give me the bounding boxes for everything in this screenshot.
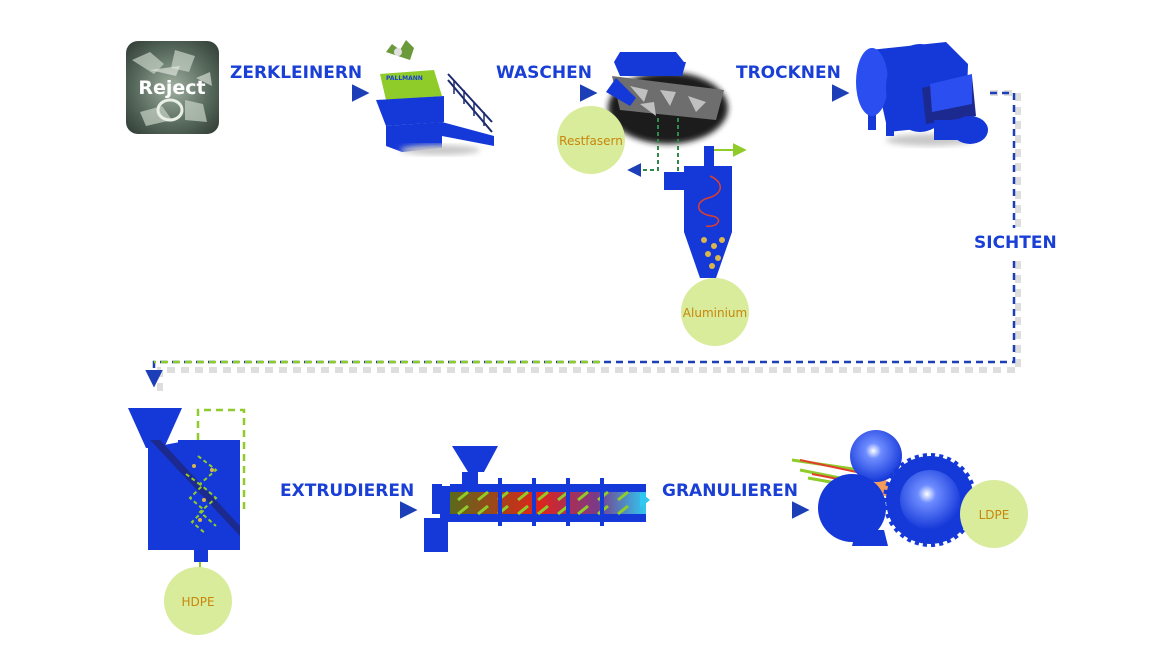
wash-to-fibers-arrow bbox=[627, 118, 659, 177]
residual-fibers-label: Restfasern bbox=[559, 134, 623, 148]
step-label-dry: TROCKNEN bbox=[736, 63, 841, 83]
step-label-extrude: EXTRUDIEREN bbox=[280, 481, 414, 501]
reject-input-image: Reject bbox=[126, 41, 219, 134]
step-label-granulate: GRANULIEREN bbox=[662, 481, 798, 501]
extruder-machine bbox=[424, 446, 650, 552]
aluminium-label: Aluminium bbox=[683, 306, 747, 320]
output-residual-fibers: Restfasern bbox=[557, 106, 625, 174]
step-label-shred: ZERKLEINERN bbox=[230, 63, 362, 83]
output-aluminium: Aluminium bbox=[681, 278, 749, 346]
tank-top-return-arrow bbox=[196, 408, 246, 510]
reject-label: Reject bbox=[138, 77, 205, 99]
ldpe-label: LDPE bbox=[979, 508, 1010, 522]
dryer-drum bbox=[856, 42, 988, 146]
output-hdpe: HDPE bbox=[164, 567, 232, 635]
output-ldpe: LDPE bbox=[960, 480, 1028, 548]
cutter-gear bbox=[883, 453, 977, 547]
washing-machine bbox=[606, 52, 728, 144]
shredder-brand: PALLMANN bbox=[386, 75, 423, 82]
shredder-machine: PALLMANN bbox=[376, 40, 494, 155]
granulator-machine bbox=[791, 430, 977, 547]
separation-tank bbox=[128, 408, 240, 562]
step-label-sift: SICHTEN bbox=[974, 233, 1057, 253]
hdpe-label: HDPE bbox=[181, 595, 214, 609]
cyclone-separator bbox=[664, 146, 732, 278]
step-label-wash: WASCHEN bbox=[496, 63, 592, 83]
flow-arrow-sift-line bbox=[145, 91, 1016, 388]
